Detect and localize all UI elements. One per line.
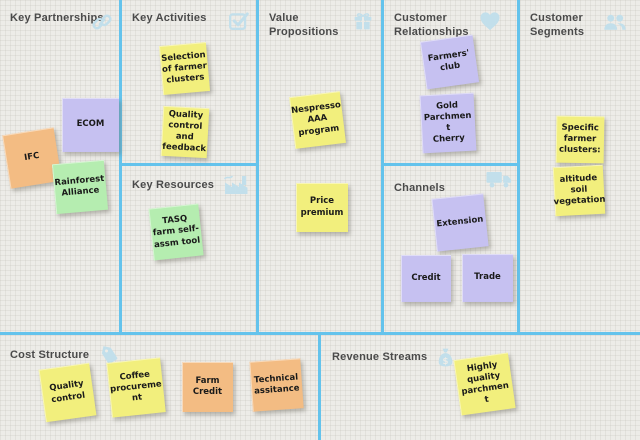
section-title: Channels	[394, 182, 446, 194]
section-value-propositions[interactable]: Value Propositions	[259, 0, 381, 332]
sticky-note-extension[interactable]: Extension	[431, 193, 489, 252]
section-channels[interactable]: Channels	[384, 166, 517, 332]
section-key-partnerships[interactable]: Key Partnerships	[0, 0, 119, 332]
sticky-note-altitude-soil-vegetation[interactable]: altitude soil vegetation	[552, 164, 606, 217]
gift-icon	[353, 11, 373, 31]
factory-icon	[222, 172, 250, 196]
section-title: Revenue Streams	[332, 350, 428, 363]
section-customer-relationships[interactable]: Customer Relationships	[384, 0, 517, 163]
link-icon	[92, 12, 112, 32]
sticky-note-farmers-club[interactable]: Farmers' club	[419, 34, 480, 90]
divider	[256, 0, 259, 333]
users-icon	[603, 13, 627, 31]
section-title: Cost Structure	[10, 348, 90, 361]
sticky-note-gold-parchment-cherry[interactable]: Gold Parchmen t Cherry	[419, 92, 477, 154]
moneybag-icon: $	[437, 347, 454, 368]
sticky-note-trade[interactable]: Trade	[462, 254, 513, 302]
sticky-note-highly-quality-parchment[interactable]: Highly quality parchmen t	[453, 352, 516, 416]
section-key-resources[interactable]: Key Resources	[122, 166, 256, 332]
divider	[119, 163, 259, 166]
section-revenue-streams[interactable]: Revenue Streams $	[321, 335, 640, 440]
sticky-note-coffee-procurement[interactable]: Coffee procureme nt	[106, 357, 166, 418]
section-customer-segments[interactable]: Customer Segments	[520, 0, 640, 332]
section-title: Key Resources	[132, 179, 215, 191]
sticky-note-nespresso-aaa[interactable]: Nespresso AAA program	[289, 91, 346, 149]
svg-text:$: $	[443, 357, 449, 367]
check-icon	[228, 10, 249, 31]
divider	[381, 0, 384, 333]
sticky-note-quality-control-cost[interactable]: Quality control	[38, 362, 97, 423]
sticky-note-credit[interactable]: Credit	[401, 255, 451, 302]
section-cost-structure[interactable]: Cost Structure	[0, 335, 318, 440]
section-title: Key Partnerships	[10, 12, 104, 24]
heart-icon	[479, 11, 501, 31]
section-key-activities[interactable]: Key Activities	[122, 0, 256, 163]
sticky-note-price-premium[interactable]: Price premium	[296, 183, 348, 232]
sticky-note-specific-farmer-clusters[interactable]: Specific farmer clusters:	[555, 115, 605, 164]
sticky-note-technical-assistance[interactable]: Technical assitance	[249, 358, 304, 412]
divider	[119, 0, 122, 333]
section-title: Customer Segments	[530, 12, 585, 38]
sticky-note-rainforest-alliance[interactable]: Rainforest Alliance	[51, 159, 109, 215]
divider	[517, 0, 520, 333]
section-title: Value Propositions	[269, 12, 339, 38]
sticky-note-farm-credit[interactable]: Farm Credit	[182, 362, 233, 412]
sticky-note-ecom[interactable]: ECOM	[62, 98, 119, 152]
divider	[381, 163, 520, 166]
sticky-note-tasq-tool[interactable]: TASQ farm self- assm tool	[148, 203, 204, 261]
sticky-note-selection-farmer-clusters[interactable]: Selection of farmer clusters	[158, 42, 211, 95]
section-title: Key Activities	[132, 12, 207, 24]
divider	[318, 332, 321, 440]
tag-icon	[97, 343, 122, 368]
section-title: Customer Relationships	[394, 12, 469, 38]
truck-icon	[486, 169, 512, 189]
sticky-note-quality-control-feedback[interactable]: Quality control and feedback	[160, 105, 210, 159]
